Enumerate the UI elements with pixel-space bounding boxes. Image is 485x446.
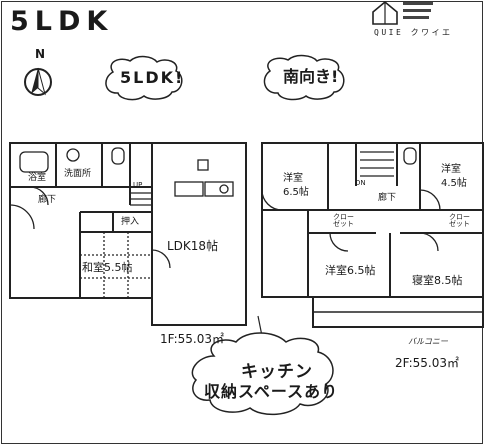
page-title: 5LDK [10, 6, 114, 37]
room-label-western-a: 洋室 [283, 173, 303, 184]
fridge-icon [197, 159, 209, 171]
tatami-pattern [80, 232, 152, 298]
room-label-western-a-size: 6.5帖 [283, 187, 309, 198]
kitchen-callout-bubble [191, 332, 334, 416]
first-floor-plan [9, 142, 247, 326]
room-label-japanese-room: 和室5.5帖 [82, 261, 133, 274]
bathtub-icon [19, 151, 49, 173]
sink-icon [66, 148, 80, 162]
stairs-icon [130, 192, 152, 206]
room-label-hallway-1f: 廊下 [38, 195, 57, 205]
compass-icon [24, 67, 52, 96]
stairs-icon [360, 151, 394, 177]
logo-mark-icon [372, 0, 433, 25]
room-label-closet: 押入 [121, 217, 140, 227]
company-logo: QUIE クワイエ [371, 0, 481, 42]
logo-caption: QUIE クワイエ [374, 28, 453, 37]
room-label-closet-a: クロー ゼット [333, 213, 354, 228]
room-label-bath: 浴室 [28, 173, 47, 183]
layout-bubble [105, 55, 183, 101]
second-floor-fixtures [261, 147, 483, 327]
compass-north-label: N [35, 47, 46, 61]
room-label-ldk: LDK18帖 [167, 239, 219, 253]
room-label-master-bedroom: 寝室8.5帖 [412, 274, 463, 287]
stairs-down-label: DN [355, 179, 366, 187]
orientation-bubble [263, 54, 345, 101]
second-floor-area: 2F:55.03㎡ [395, 356, 460, 370]
room-label-washroom: 洗面所 [64, 169, 92, 179]
stove-icon [219, 184, 229, 194]
room-label-western-b: 洋室 [441, 164, 461, 175]
toilet-icon [403, 147, 417, 165]
toilet-icon [111, 147, 125, 165]
room-label-western-c: 洋室6.5帖 [325, 264, 376, 277]
layout-bubble-label: 5LDK! [120, 68, 185, 87]
room-label-western-b-size: 4.5帖 [441, 178, 467, 189]
kitchen-counter-icon [174, 181, 204, 197]
room-label-closet-b: クロー ゼット [449, 213, 470, 228]
first-floor-area: 1F:55.03㎡ [160, 332, 225, 346]
kitchen-callout-line1: キッチン [241, 362, 313, 382]
first-floor-fixtures [9, 147, 234, 298]
room-label-balcony: バルコニー [408, 337, 448, 346]
kitchen-callout-line2: 収納スペースあり [204, 382, 339, 401]
room-label-hallway-2f: 廊下 [378, 193, 397, 203]
orientation-bubble-label: 南向き! [283, 67, 339, 86]
stairs-up-label: UP [133, 181, 143, 189]
